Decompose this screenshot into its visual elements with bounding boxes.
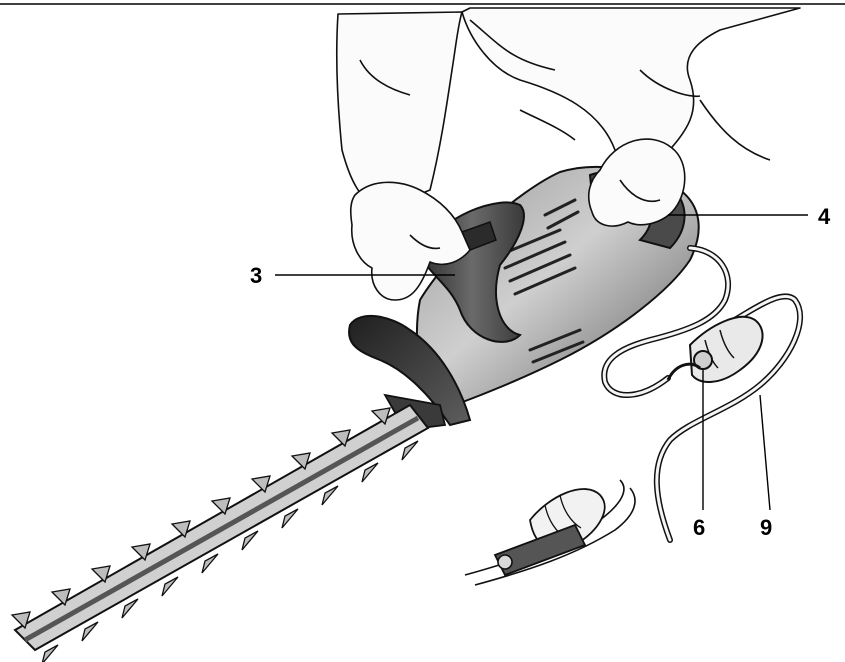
callout-3: 3 [250,263,262,288]
callout-4: 4 [818,204,831,229]
callout-9: 9 [760,515,772,540]
gloved-hands [349,138,686,301]
operator-arms [335,7,801,211]
cutting-blade [10,403,430,662]
callout-leaders [275,214,808,511]
callout-6: 6 [693,515,705,540]
leader-9 [759,394,771,511]
extension-cord [653,293,803,543]
plug-detail-inset [464,479,636,586]
vent-slots [498,198,585,364]
